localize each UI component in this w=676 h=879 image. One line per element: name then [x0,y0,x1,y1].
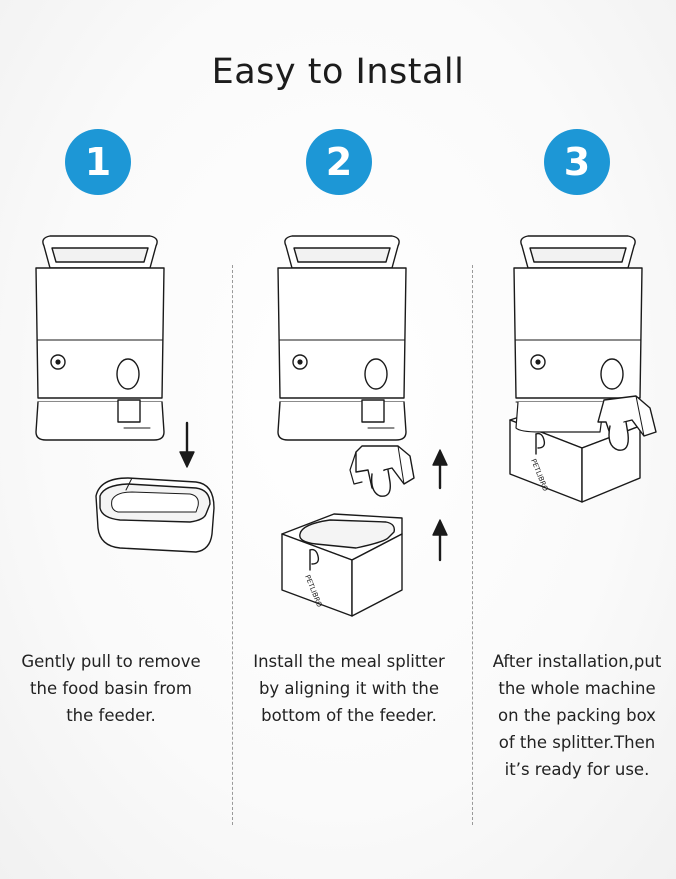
packing-box-illustration-step-2: PETLIBRO [281,513,403,617]
food-basin-illustration [95,477,215,553]
column-divider-2 [472,265,473,825]
feeder-illustration-step-1 [35,235,165,441]
up-arrow-icon-1 [432,449,448,490]
page-title: Easy to Install [211,52,465,92]
meal-splitter-illustration-step-2 [349,445,415,497]
step-2-badge: 2 [306,129,372,195]
meal-splitter-illustration-step-3 [597,395,657,451]
step-1-badge: 1 [65,129,131,195]
down-arrow-icon [179,421,195,468]
packing-box-illustration-step-3: PETLIBRO [509,401,641,503]
step-3-badge: 3 [544,129,610,195]
feeder-illustration-step-3 [513,235,643,403]
column-divider-1 [232,265,233,825]
up-arrow-icon-2 [432,519,448,562]
feeder-illustration-step-2 [277,235,407,441]
step-2-caption: Install the meal splitter by aligning it… [253,652,445,725]
step-3-caption: After installation,put the whole machine… [492,652,662,779]
step-1-caption: Gently pull to remove the food basin fro… [21,652,201,725]
